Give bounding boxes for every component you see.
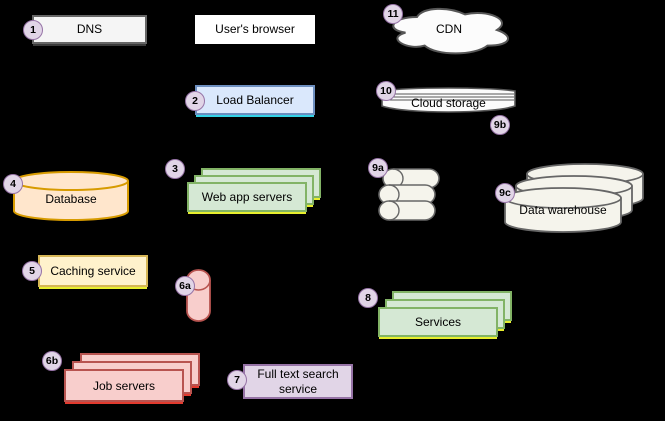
caching-service-box: Caching service (38, 255, 148, 287)
badge-10: 10 (376, 81, 396, 101)
node-cdn: 11 CDN (383, 4, 513, 56)
data-warehouse-label: Data warehouse (519, 203, 607, 217)
horizontal-cylinder-shape (378, 200, 436, 221)
node-cloud-storage: 10 Cloud storage (376, 81, 517, 117)
node-data-warehouse: 9c Data warehouse (495, 163, 647, 233)
node-users-browser: User's browser (195, 15, 315, 44)
web-app-servers-label: Web app servers (201, 190, 293, 204)
services-label: Services (414, 315, 461, 329)
job-servers-label: Job servers (92, 378, 156, 393)
badge-3: 3 (165, 159, 185, 179)
node-services: 8 Services (358, 288, 514, 338)
full-text-search-box: Full text search service (243, 364, 353, 399)
cloud-shape (392, 7, 509, 55)
users-browser-label: User's browser (215, 22, 295, 37)
cloud-storage-label: Cloud storage (411, 96, 486, 110)
load-balancer-box: Load Balancer (195, 85, 315, 115)
node-marker-9b: 9b (490, 115, 510, 135)
badge-1: 1 (23, 20, 43, 40)
node-queue-6a: 6a (175, 268, 212, 323)
full-text-search-label: Full text search service (257, 367, 339, 396)
badge-9a: 9a (368, 158, 388, 178)
badge-6a: 6a (175, 276, 195, 296)
badge-5: 5 (22, 261, 42, 281)
node-dns: 1 DNS (23, 15, 147, 44)
caching-service-label: Caching service (50, 263, 136, 278)
node-load-balancer: 2 Load Balancer (185, 85, 315, 115)
services-front: Services (378, 307, 498, 337)
node-web-app-servers: 3 Web app servers (165, 159, 323, 213)
badge-6b: 6b (42, 351, 62, 371)
load-balancer-label: Load Balancer (216, 92, 294, 107)
badge-2: 2 (185, 91, 205, 111)
database-label: Database (45, 192, 97, 206)
node-caching-service: 5 Caching service (22, 255, 148, 287)
badge-8: 8 (358, 288, 378, 308)
badge-4: 4 (3, 174, 23, 194)
users-browser-box: User's browser (195, 15, 315, 44)
badge-11: 11 (383, 4, 403, 24)
dns-label: DNS (76, 22, 103, 37)
badge-9c: 9c (495, 183, 515, 203)
web-app-servers-front: Web app servers (187, 182, 307, 212)
dns-box: DNS (32, 15, 147, 44)
badge-7: 7 (227, 370, 247, 390)
cdn-label: CDN (436, 22, 462, 36)
job-servers-front: Job servers (64, 369, 184, 402)
node-full-text-search-service: 7 Full text search service (227, 364, 353, 399)
node-database: 4 Database (3, 170, 130, 223)
badge-9b: 9b (490, 115, 510, 135)
node-queue-9a: 9a (368, 158, 442, 222)
warehouse-cylinder-shape (504, 187, 622, 233)
cloud-storage-shape (381, 87, 516, 113)
node-job-servers: 6b Job servers (42, 351, 202, 403)
